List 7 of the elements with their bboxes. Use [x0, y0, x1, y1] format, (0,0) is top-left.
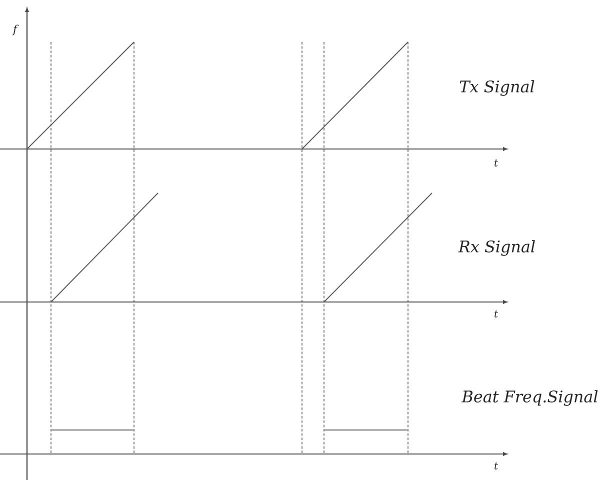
signal-label: Rx Signal	[458, 240, 535, 256]
axis-label: f	[12, 24, 19, 36]
signal-label: Beat Freq.Signal	[461, 390, 598, 406]
axis-label: t	[494, 462, 498, 470]
axis-label: t	[494, 160, 498, 166]
signal-label: Tx Signal	[460, 80, 534, 96]
axis-label: t	[494, 310, 498, 318]
